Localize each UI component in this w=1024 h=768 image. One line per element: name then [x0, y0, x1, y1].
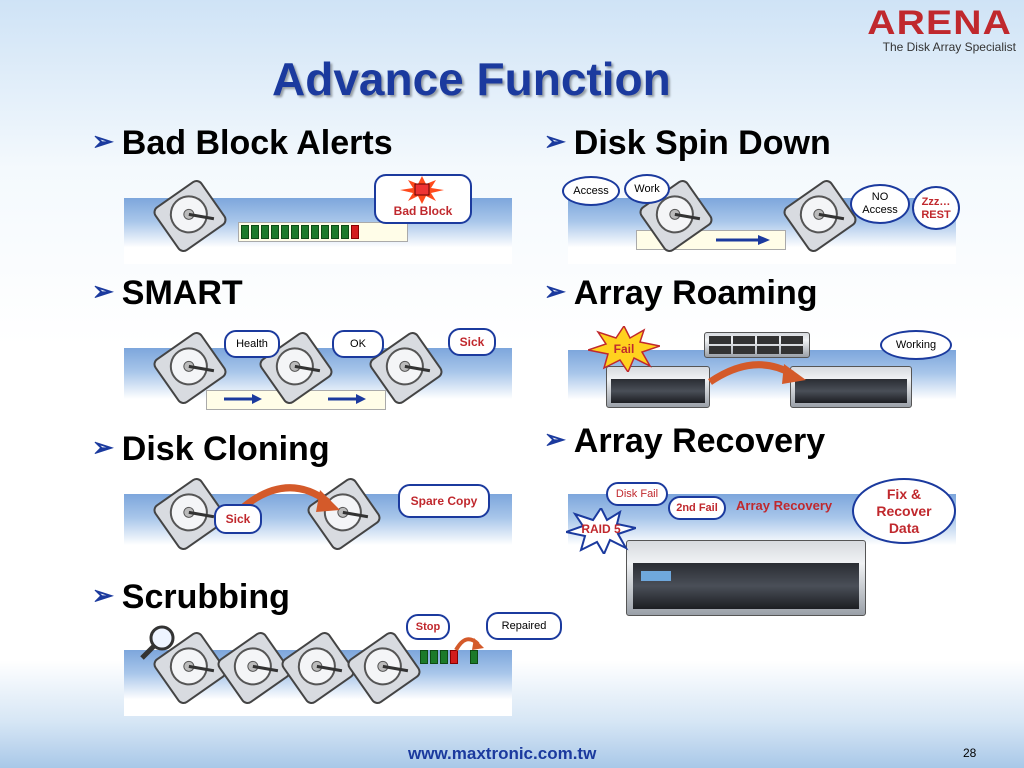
- bullet-arrow-icon: ➢: [92, 580, 114, 610]
- footer-url[interactable]: www.maxtronic.com.tw: [408, 744, 597, 763]
- raid-enclosure-icon: [626, 540, 866, 616]
- hard-disk-icon: [150, 628, 230, 708]
- callout-sick: Sick: [214, 504, 262, 534]
- callout-disk-fail: Disk Fail: [606, 482, 668, 506]
- heading-array-recovery: ➢Array Recovery: [544, 422, 825, 461]
- arrow-right-icon: [222, 392, 262, 411]
- disk-tray-icon: [704, 332, 810, 358]
- block-status-bar: [420, 650, 480, 666]
- brand-logo: ARENA: [867, 4, 1012, 42]
- slide-title: Advance Function: [272, 53, 671, 105]
- bullet-arrow-icon: ➢: [92, 432, 114, 462]
- fail-burst-icon: [585, 324, 663, 374]
- label-array-recovery: Array Recovery: [736, 498, 833, 513]
- arrow-right-icon: [714, 233, 770, 252]
- callout-work: Work: [624, 174, 670, 204]
- repair-arrow-icon: [452, 630, 486, 657]
- heading-array-roaming: ➢Array Roaming: [544, 274, 818, 313]
- heading-text: Disk Cloning: [121, 430, 330, 468]
- callout-spare-copy: Spare Copy: [398, 484, 490, 518]
- brand-tagline: The Disk Array Specialist: [882, 40, 1016, 54]
- callout-no-access: NO Access: [850, 184, 910, 224]
- heading-text: Scrubbing: [121, 578, 290, 616]
- page-number: 28: [963, 746, 977, 760]
- heading-bad-block-alerts: ➢Bad Block Alerts: [92, 124, 393, 163]
- heading-scrubbing: ➢Scrubbing: [92, 578, 290, 617]
- explosion-icon: [400, 176, 444, 209]
- callout-fix-recover: Fix & Recover Data: [852, 478, 956, 544]
- hard-disk-icon: [344, 628, 424, 708]
- magnifier-icon: [138, 622, 178, 667]
- hard-disk-icon: [150, 328, 230, 408]
- heading-disk-cloning: ➢Disk Cloning: [92, 430, 330, 469]
- heading-text: Array Recovery: [573, 422, 826, 460]
- hard-disk-icon: [278, 628, 358, 708]
- bullet-arrow-icon: ➢: [92, 126, 114, 156]
- raid-enclosure-icon: [790, 366, 912, 408]
- bullet-arrow-icon: ➢: [92, 276, 114, 306]
- callout-rest: Zzz… REST: [912, 186, 960, 230]
- callout-2nd-fail: 2nd Fail: [668, 496, 726, 520]
- block-status-bar: [238, 222, 408, 242]
- raid-enclosure-icon: [606, 366, 710, 408]
- heading-text: Array Roaming: [573, 274, 818, 312]
- raid-burst-icon: [562, 506, 640, 557]
- hard-disk-icon: [780, 176, 860, 256]
- roaming-arrow-icon: [704, 356, 808, 391]
- callout-stop: Stop: [406, 614, 450, 640]
- heading-text: Disk Spin Down: [573, 124, 831, 162]
- arrow-right-icon: [326, 392, 366, 411]
- callout-fail: Fail: [613, 342, 635, 356]
- bullet-arrow-icon: ➢: [544, 276, 566, 306]
- hard-disk-icon: [366, 328, 446, 408]
- bullet-arrow-icon: ➢: [544, 424, 566, 454]
- callout-access: Access: [562, 176, 620, 206]
- callout-sick: Sick: [448, 328, 496, 356]
- bullet-arrow-icon: ➢: [544, 126, 566, 156]
- heading-text: Bad Block Alerts: [121, 124, 393, 162]
- heading-smart: ➢SMART: [92, 274, 243, 313]
- hard-disk-icon: [150, 474, 230, 554]
- heading-text: SMART: [121, 274, 243, 312]
- callout-repaired: Repaired: [486, 612, 562, 640]
- callout-raid-5: RAID 5: [581, 522, 621, 536]
- copy-arrow-icon: [236, 476, 346, 521]
- hard-disk-icon: [214, 628, 294, 708]
- callout-health: Health: [224, 330, 280, 358]
- hard-disk-icon: [150, 176, 230, 256]
- heading-disk-spin-down: ➢Disk Spin Down: [544, 124, 831, 163]
- callout-working: Working: [880, 330, 952, 360]
- callout-ok: OK: [332, 330, 384, 358]
